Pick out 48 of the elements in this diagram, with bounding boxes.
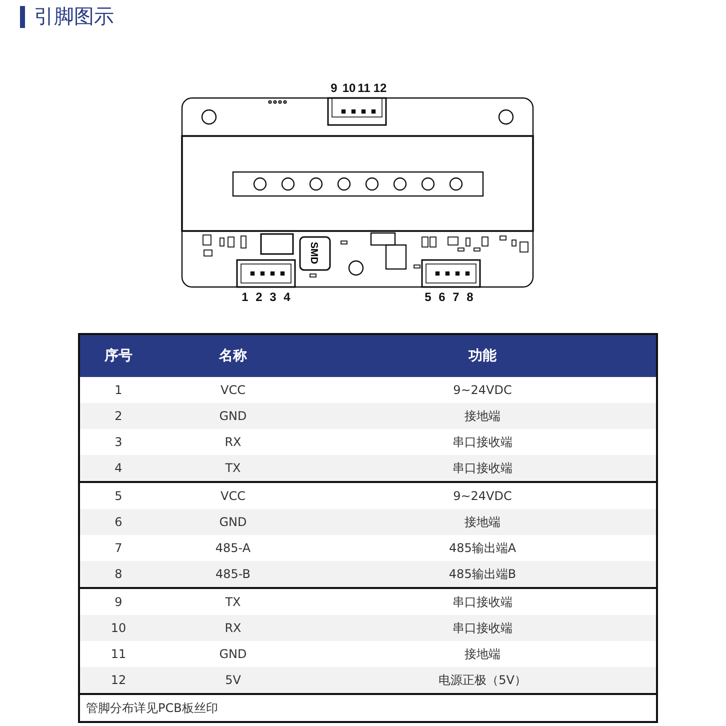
table-note: 管脚分布详见PCB板丝印	[79, 694, 657, 722]
table-cell: 串口接收端	[309, 455, 657, 482]
table-cell: 6	[79, 509, 157, 535]
table-cell: 10	[79, 615, 157, 641]
table-cell: 485输出端B	[309, 561, 657, 588]
pin-number: 11	[358, 81, 370, 95]
column-header: 名称	[157, 334, 309, 377]
table-cell: 485-A	[157, 535, 309, 561]
table-cell: 接地端	[309, 509, 657, 535]
table-cell: 12	[79, 667, 157, 694]
pin-number: 3	[270, 290, 276, 304]
page-title: 引脚图示	[34, 3, 114, 30]
table-cell: TX	[157, 455, 309, 482]
table-cell: 9~24VDC	[309, 377, 657, 403]
table-cell: 电源正极（5V）	[309, 667, 657, 694]
table-cell: 串口接收端	[309, 615, 657, 641]
table-cell: GND	[157, 641, 309, 667]
table-cell: VCC	[157, 377, 309, 403]
table-cell: 串口接收端	[309, 429, 657, 455]
table-cell: 5V	[157, 667, 309, 694]
table-cell: 接地端	[309, 641, 657, 667]
pin-number: 12	[373, 81, 387, 95]
pin-number: 2	[256, 290, 262, 304]
table-cell: 11	[79, 641, 157, 667]
pin-number: 7	[452, 290, 460, 304]
table-cell: 接地端	[309, 403, 657, 429]
pin-number: 6	[438, 290, 446, 304]
component-marking: SMD	[308, 242, 319, 264]
pin-number: 5	[424, 290, 432, 304]
table-cell: 8	[79, 561, 157, 588]
column-header: 功能	[309, 334, 657, 377]
pin-number: 8	[466, 290, 474, 304]
table-cell: 3	[79, 429, 157, 455]
table-cell: 7	[79, 535, 157, 561]
pin-number: 1	[242, 290, 248, 304]
table-cell: 485-B	[157, 561, 309, 588]
table-cell: 4	[79, 455, 157, 482]
table-cell: 2	[79, 403, 157, 429]
table-cell: 1	[79, 377, 157, 403]
table-cell: RX	[157, 615, 309, 641]
table-cell: 485输出端A	[309, 535, 657, 561]
pin-number: 4	[284, 290, 290, 304]
table-cell: GND	[157, 403, 309, 429]
table-cell: RX	[157, 429, 309, 455]
pin-number: 10	[342, 81, 356, 95]
table-cell: GND	[157, 509, 309, 535]
column-header: 序号	[79, 334, 157, 377]
pin-number: 9	[330, 81, 338, 95]
